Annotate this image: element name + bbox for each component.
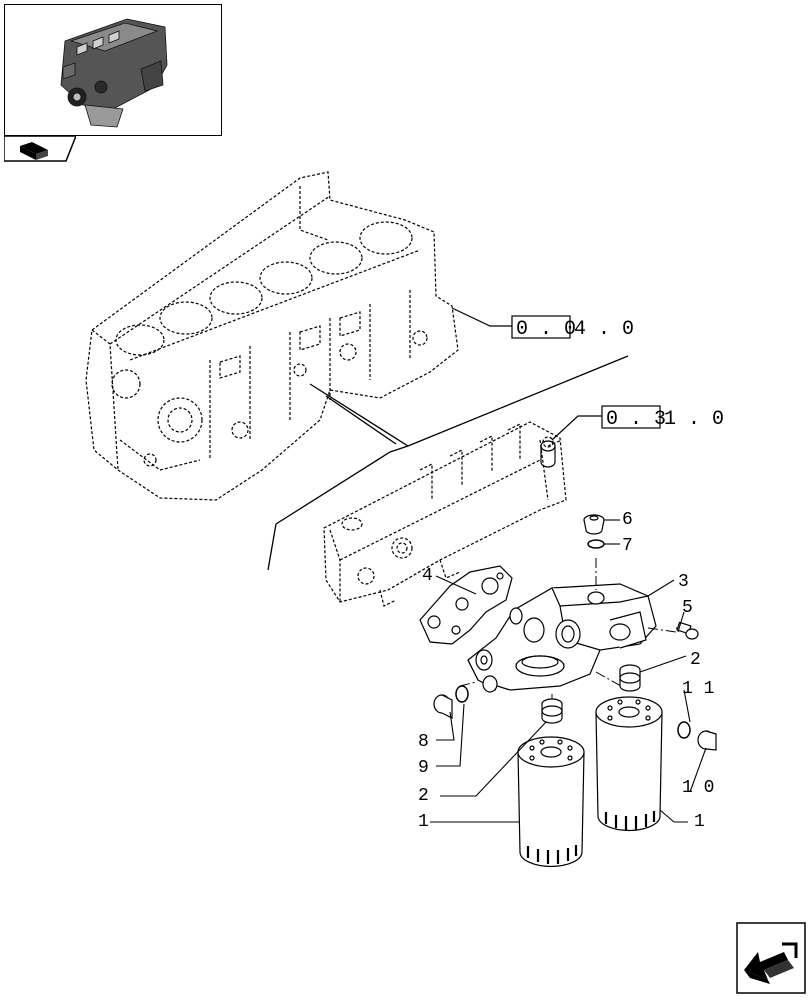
filter-cartridge-right bbox=[595, 696, 663, 832]
nipple-part-left bbox=[541, 698, 563, 724]
break-lines bbox=[267, 355, 629, 571]
callout-8: 8 bbox=[418, 732, 429, 752]
plug-part-right bbox=[697, 730, 717, 751]
reference-box bbox=[511, 315, 571, 339]
reference-rest-text: 4 . 0 bbox=[574, 318, 634, 341]
oil-cooler-housing-outline bbox=[323, 421, 567, 607]
callout-1-left: 1 bbox=[418, 812, 429, 832]
callout-9: 9 bbox=[418, 758, 429, 778]
engine-block-outline bbox=[85, 171, 459, 501]
plug-part-left bbox=[433, 694, 453, 719]
callout-11: 1 1 bbox=[682, 679, 714, 699]
engine-thumbnail-icon bbox=[60, 18, 168, 128]
seal-ring-part bbox=[587, 539, 605, 549]
engine-thumbnail[interactable] bbox=[4, 4, 222, 136]
callout-3: 3 bbox=[678, 572, 689, 592]
bolt-part bbox=[675, 621, 699, 640]
filter-head-part bbox=[467, 583, 657, 693]
seal-ring-part-right bbox=[677, 721, 691, 739]
callout-1-right: 1 bbox=[694, 812, 705, 832]
seal-ring-part-left bbox=[455, 685, 469, 703]
book-view-icon[interactable] bbox=[4, 136, 76, 162]
callout-7: 7 bbox=[622, 536, 633, 556]
callout-5: 5 bbox=[682, 598, 693, 618]
next-page-arrow-icon[interactable] bbox=[736, 922, 806, 994]
callout-2-left: 2 bbox=[418, 786, 429, 806]
reference-box bbox=[601, 405, 661, 429]
reference-boxed-text: 0 . 3 bbox=[606, 408, 666, 431]
callout-2-right: 2 bbox=[690, 650, 701, 670]
callout-leaders bbox=[430, 519, 707, 823]
callout-6: 6 bbox=[622, 510, 633, 530]
nipple-part-right bbox=[619, 664, 641, 692]
reference-0-0-4-0[interactable]: 0 . 0 4 . 0 bbox=[511, 315, 634, 341]
callout-4: 4 bbox=[422, 566, 433, 586]
reference-0-3-1-0[interactable]: 0 . 3 1 . 0 bbox=[601, 405, 724, 431]
gasket-part bbox=[419, 565, 513, 645]
filter-cartridge-left bbox=[517, 736, 585, 868]
reference-boxed-text: 0 . 0 bbox=[516, 318, 576, 341]
reference-rest-text: 1 . 0 bbox=[664, 408, 724, 431]
plug-part bbox=[583, 514, 605, 535]
callout-10: 1 0 bbox=[682, 778, 714, 798]
